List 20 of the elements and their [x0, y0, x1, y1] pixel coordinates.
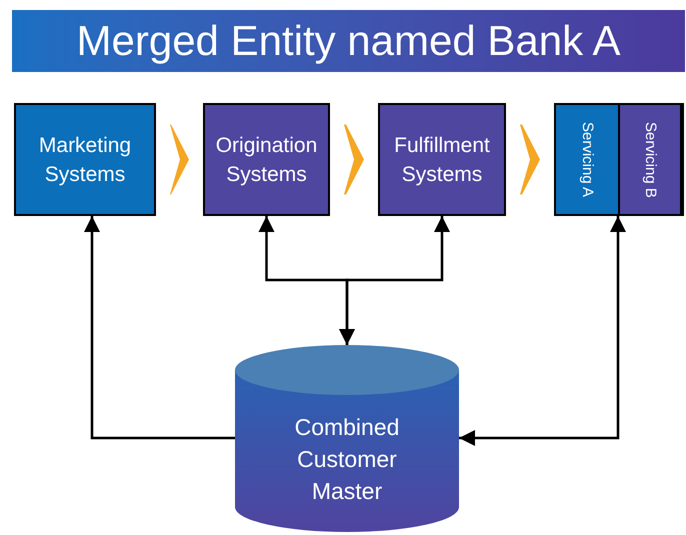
- chevron-arrow: [520, 124, 540, 194]
- node-label: Marketing Systems: [38, 132, 132, 188]
- system-box: [378, 103, 506, 216]
- arrow: [459, 216, 626, 446]
- node-label: Servicing B: [641, 120, 659, 200]
- node-label: Origination Systems: [214, 132, 318, 188]
- system-box: [14, 103, 156, 216]
- node-label: Servicing A: [578, 120, 596, 200]
- chevron-arrow: [344, 124, 364, 194]
- chevron-arrow: [170, 124, 189, 194]
- system-box: [203, 103, 330, 216]
- node-label: Combined Customer Master: [294, 412, 400, 506]
- title: Merged Entity named Bank A: [76, 17, 620, 65]
- system-box: [620, 105, 682, 214]
- node-label: Fulfillment Systems: [393, 132, 491, 188]
- group-box: [554, 103, 684, 216]
- arrow: [84, 216, 235, 440]
- database-cylinder: [235, 345, 459, 532]
- system-box: [556, 105, 620, 214]
- arrow: [339, 216, 450, 345]
